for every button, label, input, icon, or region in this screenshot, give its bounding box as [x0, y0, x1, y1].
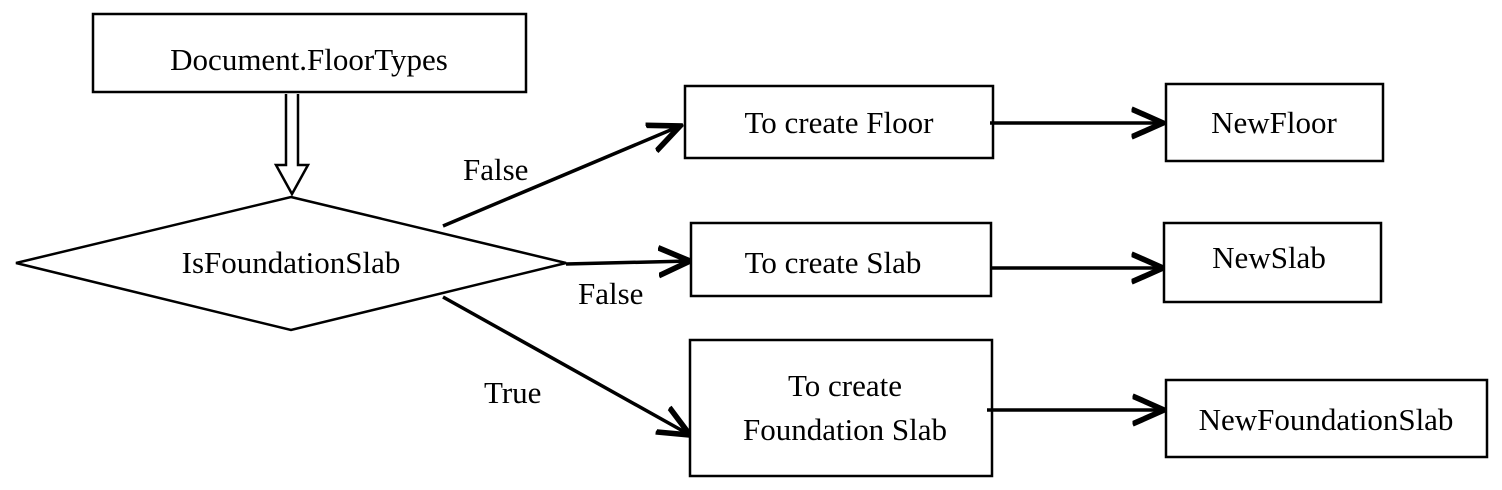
result-floor-node: NewFloor [1164, 82, 1385, 163]
result-slab-label: NewSlab [1212, 240, 1326, 275]
process-foundation-node: To create Foundation Slab [688, 338, 994, 478]
process-floor-label: To create Floor [745, 105, 935, 140]
edge-to-foundation-label: True [484, 375, 541, 410]
result-foundation-node: NewFoundationSlab [1164, 378, 1489, 459]
edge-to-slab-label: False [578, 276, 643, 311]
source-node-label: Document.FloorTypes [170, 42, 448, 77]
result-floor-label: NewFloor [1211, 105, 1337, 140]
source-node: Document.FloorTypes [91, 12, 528, 94]
edge-to-floor: False [442, 126, 680, 228]
process-slab-label: To create Slab [745, 245, 922, 280]
decision-node-label: IsFoundationSlab [182, 245, 401, 280]
edge-to-foundation: True [442, 295, 690, 435]
result-slab-node: NewSlab [1162, 221, 1383, 304]
process-slab-node: To create Slab [689, 221, 993, 298]
decision-node: IsFoundationSlab [15, 195, 567, 332]
process-floor-node: To create Floor [683, 84, 995, 160]
edge-to-slab: False [565, 261, 690, 311]
edge-to-floor-label: False [463, 152, 528, 187]
process-foundation-line1: To create [788, 368, 902, 403]
result-foundation-label: NewFoundationSlab [1199, 402, 1454, 437]
process-foundation-line2: Foundation Slab [743, 412, 947, 447]
source-to-decision-arrow [273, 94, 311, 197]
